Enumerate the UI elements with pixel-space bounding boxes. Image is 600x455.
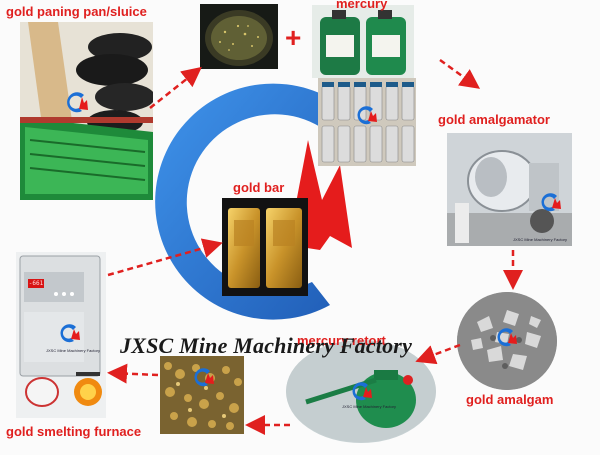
label-gold-amalgamator: gold amalgamator (438, 112, 550, 127)
gold-grains-photo (160, 356, 244, 434)
gold-bar-photo (222, 198, 308, 296)
label-gold-amalgam: gold amalgam (466, 392, 554, 407)
jxsc-logo-icon (60, 324, 80, 343)
gold-smelting-furnace-photo: -661 JXSC Mine Machinery Factory (16, 252, 106, 418)
label-mercury: mercury (336, 0, 388, 11)
panning-sluice-photo (20, 22, 153, 200)
arrow-grains-to-furnace (107, 363, 159, 384)
jxsc-logo-icon (357, 106, 377, 125)
label-gold-bar: gold bar (233, 180, 285, 195)
mercury-vials-photo (318, 78, 416, 166)
jxsc-logo-icon (67, 92, 88, 113)
jxsc-logo-icon (352, 382, 372, 401)
arrow-mercury-to-amalgamator (439, 58, 481, 89)
brand-title: JXSC Mine Machinery Factory (120, 333, 413, 358)
plus-sign: + (285, 22, 302, 53)
photo-watermark: JXSC Mine Machinery Factory (513, 237, 568, 242)
jxsc-logo-icon (541, 193, 561, 212)
jxsc-logo-icon (497, 328, 517, 347)
photo-watermark: JXSC Mine Machinery Factory (46, 348, 101, 353)
furnace-display: -661 (28, 279, 44, 288)
label-gold-smelting-furnace: gold smelting furnace (6, 424, 142, 439)
label-panning-sluice: gold paning pan/sluice (6, 4, 147, 19)
mercury-retort-photo: JXSC Mine Machinery Factory (286, 340, 436, 443)
arrow-pan-to-gold (149, 66, 202, 109)
mercury-bottles-photo (312, 5, 414, 78)
gold-dust-photo (200, 4, 278, 69)
label-mercury-retort: mercury retort (297, 333, 386, 348)
arrow-amalgam-to-retort (415, 343, 461, 365)
gold-amalgam-photo (457, 292, 557, 390)
jxsc-logo-icon (194, 368, 214, 387)
arrow-furnace-to-bar (107, 238, 223, 277)
photo-watermark: JXSC Mine Machinery Factory (342, 404, 397, 409)
gold-amalgamator-photo: JXSC Mine Machinery Factory (447, 133, 572, 246)
